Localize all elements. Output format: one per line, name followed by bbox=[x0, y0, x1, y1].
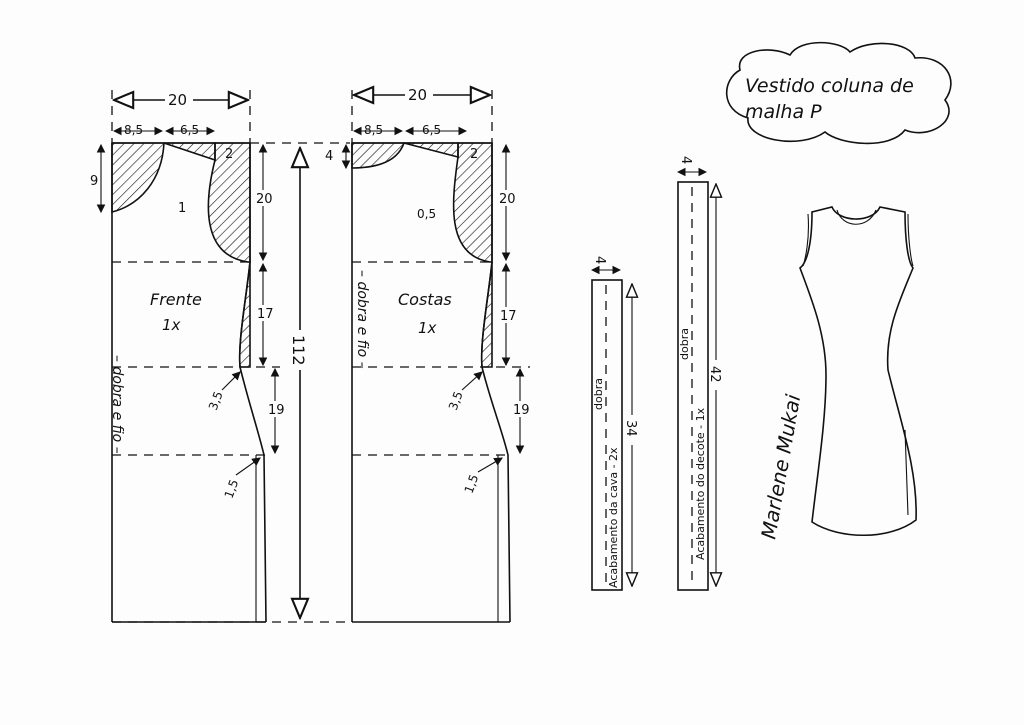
neck-binding-fold: dobra bbox=[678, 328, 691, 360]
total-length: 112 bbox=[289, 335, 308, 366]
back-qty: 1x bbox=[418, 319, 437, 337]
back-fold-line-label: – dobra e fio – bbox=[354, 270, 370, 369]
dress-illustration bbox=[799, 206, 917, 537]
back-shoulder: 6,5 bbox=[422, 123, 441, 137]
neck-binding-length: 42 bbox=[707, 366, 722, 383]
back-neck-width: 8,5 bbox=[364, 123, 383, 137]
back-label: Costas bbox=[398, 290, 452, 309]
back-hip-out: 1,5 bbox=[462, 473, 482, 496]
front-waist-length: 17 bbox=[257, 307, 274, 322]
back-hip-length: 19 bbox=[513, 403, 530, 418]
armhole-binding-width: 4 bbox=[592, 256, 607, 264]
front-armhole-depth: 20 bbox=[256, 192, 273, 207]
front-hip-out: 1,5 bbox=[222, 478, 242, 501]
title-cloud: Vestido coluna de malha P bbox=[725, 41, 952, 145]
front-armhole-note: 1 bbox=[178, 201, 186, 216]
front-hip-length: 19 bbox=[268, 403, 285, 418]
total-length-dimension: 112 bbox=[289, 148, 310, 618]
front-label: Frente bbox=[150, 290, 202, 309]
title-line2: malha P bbox=[745, 101, 822, 123]
neck-binding-label: Acabamento do decote - 1x bbox=[694, 407, 707, 560]
front-pattern-piece: 20 8,5 6,5 2 9 1 20 17 19 3,5 1,5 bbox=[90, 90, 350, 623]
back-width: 20 bbox=[408, 86, 427, 104]
back-neck-depth: 4 bbox=[325, 149, 333, 164]
front-shoulder-drop: 2 bbox=[225, 147, 233, 162]
front-qty: 1x bbox=[162, 316, 181, 334]
back-armhole-note: 0,5 bbox=[417, 207, 436, 221]
front-fold-line-label: – dobra e fio – bbox=[109, 355, 125, 454]
back-waist-in: 3,5 bbox=[446, 389, 466, 412]
front-neck-width: 8,5 bbox=[124, 123, 143, 137]
front-neck-depth: 9 bbox=[90, 174, 98, 189]
armhole-binding-length: 34 bbox=[623, 420, 638, 437]
armhole-binding-fold: dobra bbox=[592, 378, 605, 410]
back-shoulder-drop: 2 bbox=[470, 147, 478, 162]
front-shoulder: 6,5 bbox=[180, 123, 199, 137]
back-waist-length: 17 bbox=[500, 309, 517, 324]
front-waist-in: 3,5 bbox=[206, 389, 226, 412]
title-line1: Vestido coluna de bbox=[745, 75, 914, 97]
signature: Marlene Mukai bbox=[756, 392, 805, 541]
neckline-binding-strip: 4 42 dobra Acabamento do decote - 1x bbox=[676, 156, 723, 591]
back-armhole-depth: 20 bbox=[499, 192, 516, 207]
armhole-binding-label: Acabamento da cava - 2x bbox=[607, 447, 620, 588]
armhole-binding-strip: 4 34 dobra Acabamento da cava - 2x bbox=[590, 256, 639, 591]
front-width: 20 bbox=[168, 91, 187, 109]
neck-binding-width: 4 bbox=[678, 156, 693, 164]
back-pattern-piece: 20 8,5 6,5 2 4 0,5 20 17 19 3,5 1,5 Cost… bbox=[325, 85, 530, 623]
